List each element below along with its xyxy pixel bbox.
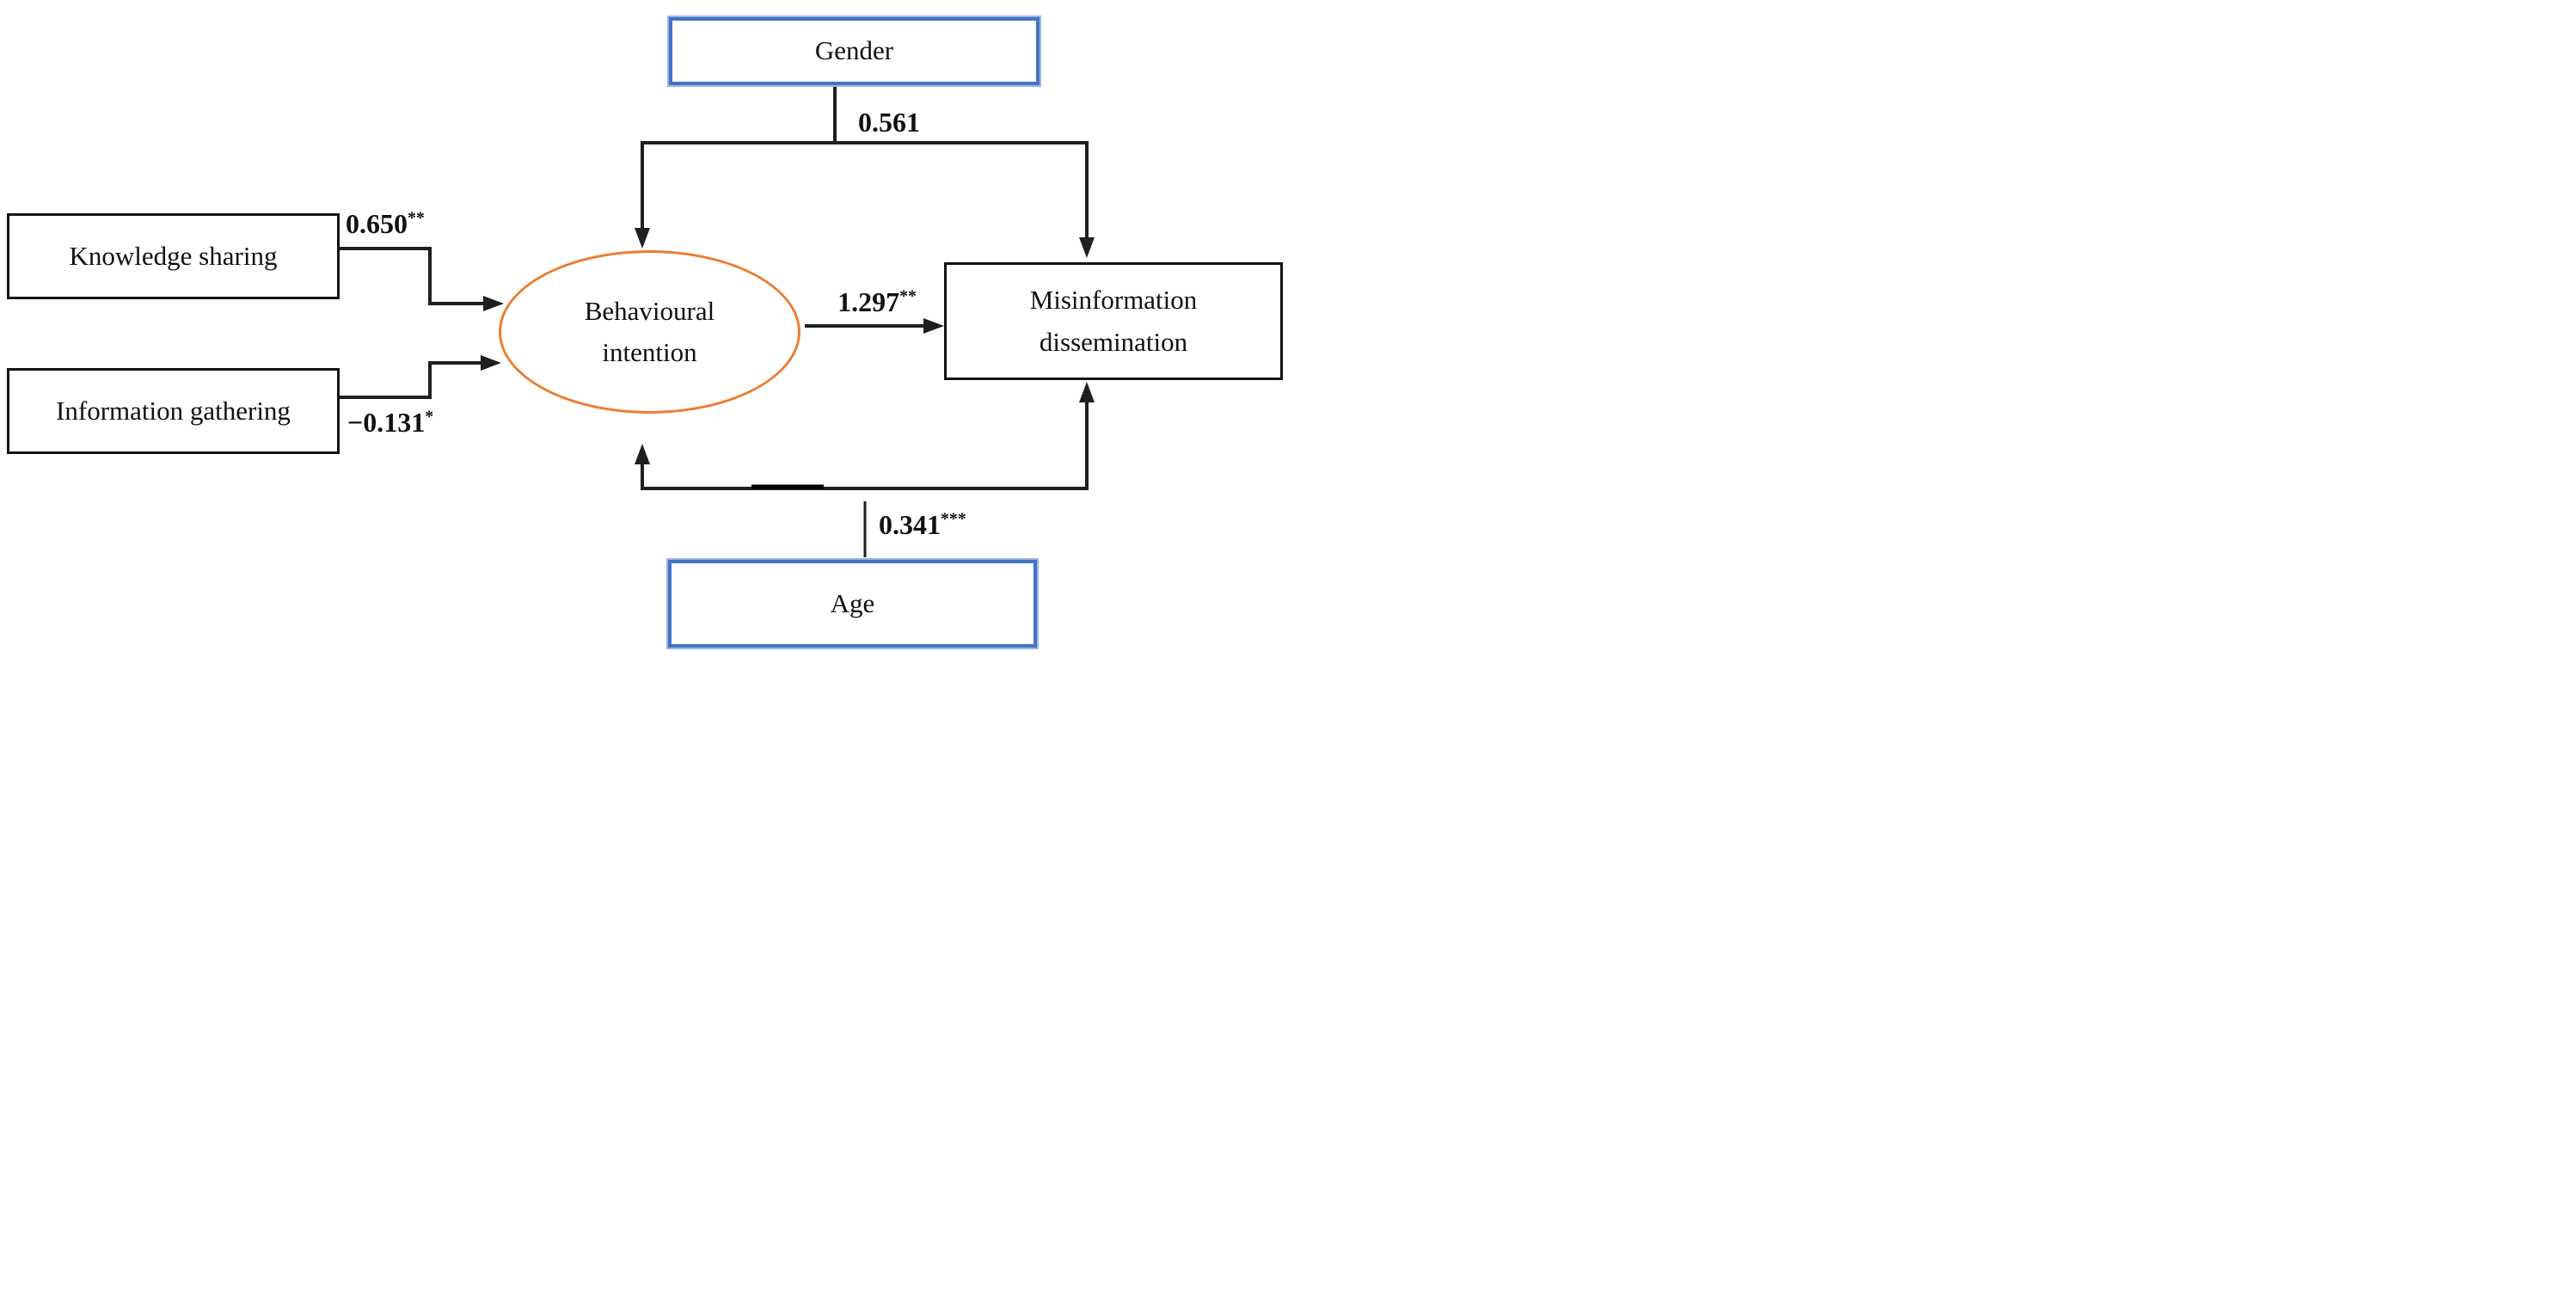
gender-to-intention-arrowhead (635, 228, 650, 249)
node-information-gathering-label: Information gathering (56, 395, 291, 426)
age-to-dissemination-arrowhead (1079, 382, 1095, 402)
coefficient-intention: 1.297** (821, 286, 933, 318)
node-information-gathering: Information gathering (7, 368, 340, 454)
node-knowledge-sharing-label: Knowledge sharing (69, 240, 278, 271)
coefficient-age: 0.341*** (879, 509, 966, 541)
connector-layer (340, 85, 1095, 557)
coefficient-information-gathering-stars: * (425, 407, 434, 427)
coefficient-knowledge-sharing-stars: ** (408, 208, 425, 228)
gender-to-dissemination-arrowhead (1079, 237, 1095, 258)
coefficient-gender: 0.561 (846, 107, 932, 138)
intention-to-dissemination-arrowhead (923, 318, 944, 334)
information-gathering-to-intention-line (340, 361, 481, 399)
node-misinformation-dissemination-label-line2: dissemination (1039, 326, 1188, 357)
node-knowledge-sharing: Knowledge sharing (7, 213, 340, 299)
node-gender: Gender (669, 17, 1040, 85)
node-behavioural-intention-label-line2: intention (602, 337, 697, 367)
coefficient-intention-value: 1.297 (837, 286, 900, 317)
node-gender-label: Gender (814, 35, 894, 66)
coefficient-information-gathering: −0.131* (347, 407, 433, 439)
knowledge-sharing-to-intention-line (340, 247, 483, 305)
coefficient-intention-stars: ** (899, 286, 917, 306)
node-age-label: Age (830, 587, 875, 618)
coefficient-knowledge-sharing: 0.650** (346, 208, 425, 240)
coefficient-information-gathering-value: −0.131 (347, 407, 426, 438)
age-to-intention-arrowhead (635, 444, 650, 464)
knowledge-sharing-to-intention-arrowhead (483, 296, 504, 311)
coefficient-age-stars: *** (941, 509, 966, 529)
node-behavioural-intention-label-line1: Behavioural (584, 295, 715, 326)
node-misinformation-dissemination: Misinformation dissemination (944, 262, 1283, 380)
information-gathering-to-intention-arrowhead (481, 355, 501, 371)
node-misinformation-dissemination-label-line1: Misinformation (1029, 285, 1198, 316)
path-diagram: Gender Knowledge sharing Information gat… (0, 0, 1288, 657)
coefficient-knowledge-sharing-value: 0.650 (346, 208, 408, 239)
node-age: Age (668, 560, 1037, 648)
node-behavioural-intention: Behavioural intention (499, 250, 800, 414)
coefficient-age-value: 0.341 (879, 509, 941, 540)
coefficient-gender-value: 0.561 (858, 107, 920, 138)
